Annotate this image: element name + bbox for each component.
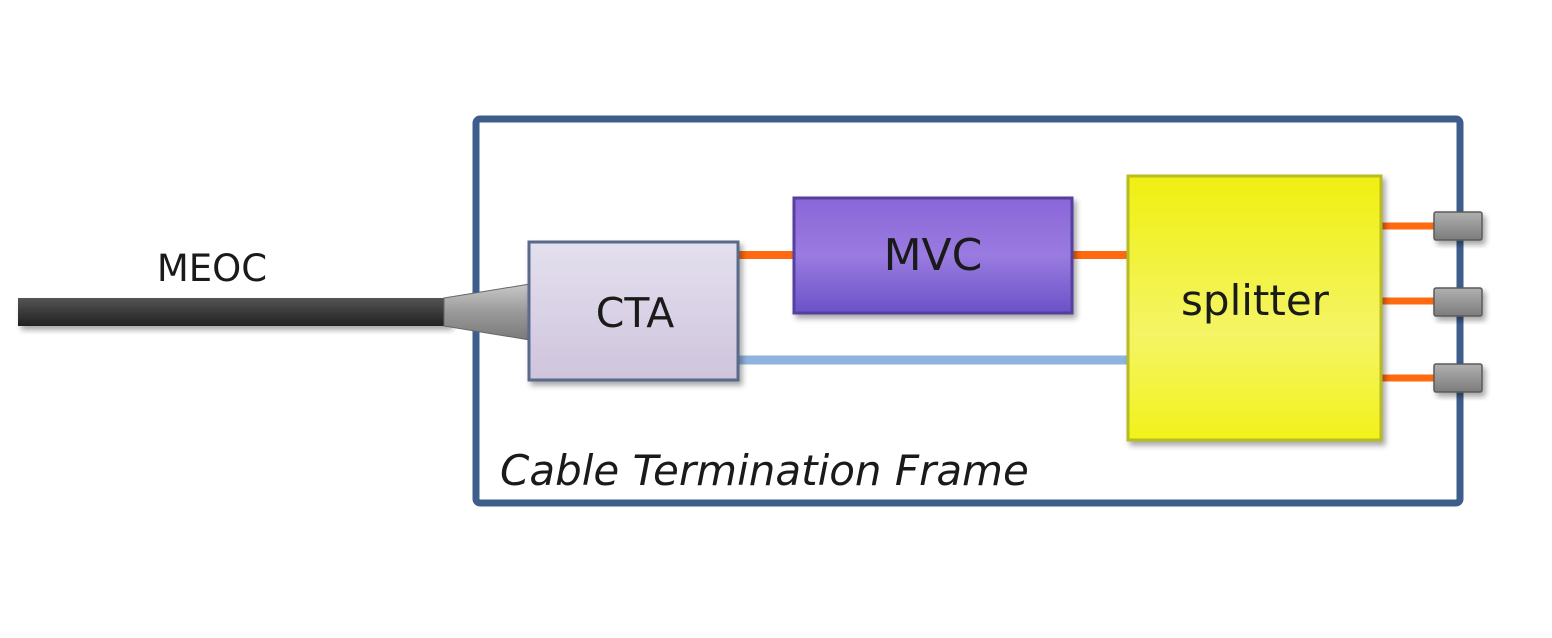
output-port-3 [1433,363,1483,393]
output-port-1 [1433,211,1483,241]
meoc-cable [18,298,450,326]
splitter-box [1126,174,1383,442]
meoc-label: MEOC [157,247,267,290]
cta-box [527,240,740,382]
frame-label: Cable Termination Frame [500,446,1029,495]
output-port-2 [1433,287,1483,317]
cable-connector-taper [443,283,531,341]
mvc-box [792,196,1074,315]
splitter-label: splitter [1181,276,1330,325]
mvc-label: MVC [884,230,983,281]
cta-label: CTA [596,289,675,337]
